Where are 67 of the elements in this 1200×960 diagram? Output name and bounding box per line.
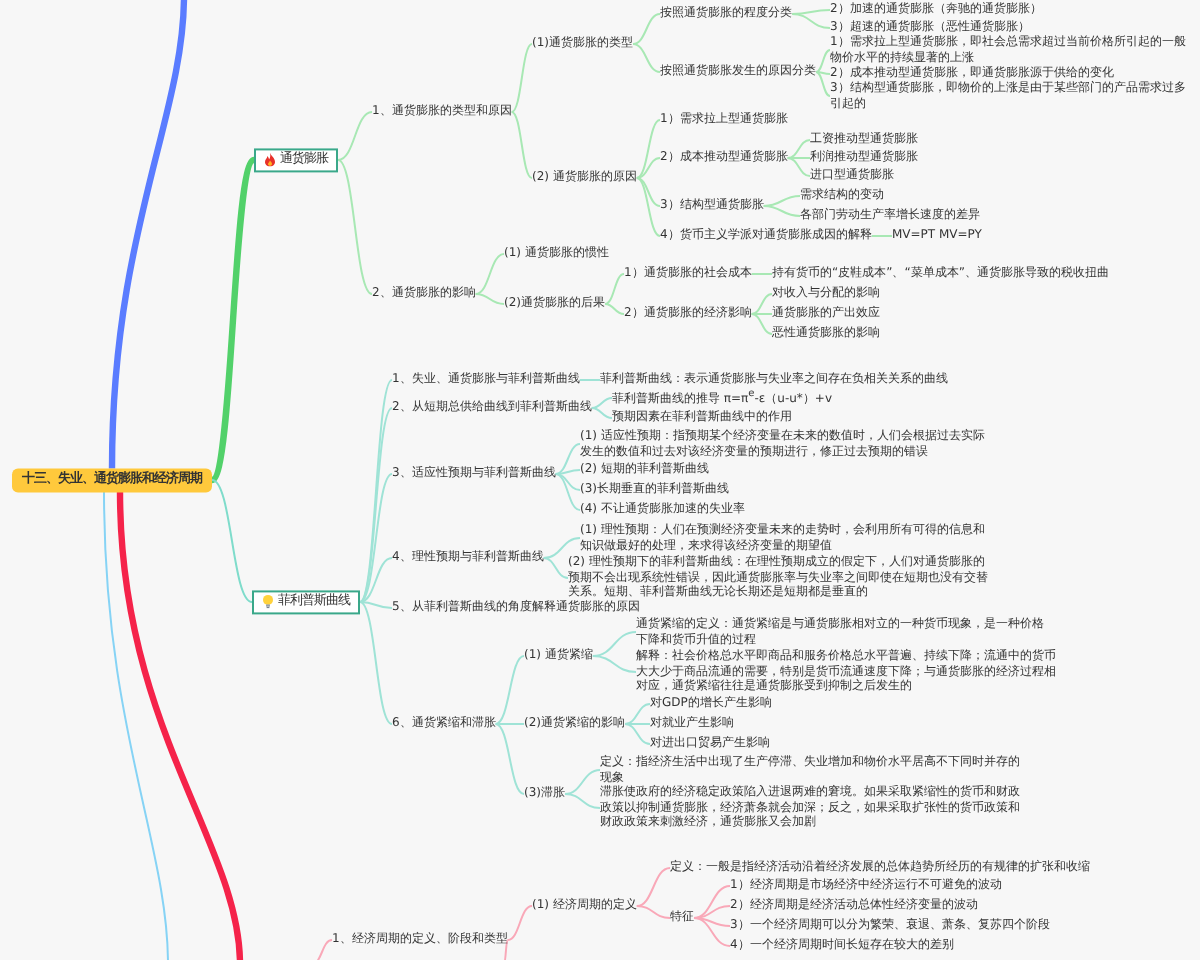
connector-line [311,939,333,960]
connector-line [624,703,651,725]
connector-line [786,157,811,177]
connector-line [103,490,169,960]
connector-line [359,473,393,603]
connector-line [693,885,731,919]
topic-box [252,590,360,614]
connector-line [494,723,525,795]
connector-line [554,469,581,475]
connector-line [590,397,613,409]
connector-line [693,917,731,927]
connector-line [359,601,393,725]
connector-line [359,557,393,603]
connector-line [624,723,651,725]
connector-line [786,139,811,159]
connector-line [359,601,393,609]
connector-line [635,157,661,179]
connector-line [815,71,831,97]
connector-line [604,273,625,305]
connector-line [209,158,257,482]
connector-line [542,557,569,579]
connector-line [578,379,601,381]
connector-line [750,273,773,275]
connector-line [474,253,505,295]
connector-line [211,479,253,603]
connector-line [494,723,525,725]
connector-line [762,205,801,217]
connector-line [591,631,637,657]
connector-line [750,313,773,335]
connector-line [554,443,581,475]
connector-line [791,9,831,15]
connector-line [564,793,601,809]
connector-line [635,905,671,919]
connector-line [624,723,651,745]
connector-line [635,867,671,907]
connector-line [786,157,811,159]
connector-line [554,473,581,491]
connector-line [750,313,773,315]
connector-line [554,473,581,511]
connector-line [590,407,613,419]
connector-line [108,0,188,469]
connector-line [564,769,601,795]
connector-line [604,303,625,315]
connector-line [503,939,509,960]
connector-line [693,917,731,947]
connector-line [510,43,533,113]
connector-line [337,159,373,295]
connector-line [474,293,505,305]
connector-line [542,537,581,559]
connector-line [632,43,661,73]
connector-line [506,905,533,941]
topic-box [254,148,338,172]
connector-line [635,119,661,179]
connector-line [494,655,525,725]
connector-line [870,235,893,237]
connector-line [815,49,831,73]
central-topic-box [12,468,212,492]
connector-line [591,655,637,673]
connector-line [337,111,373,161]
connector-line [632,13,661,45]
connector-line [750,293,773,315]
connector-line [510,111,533,179]
connector-line [116,491,244,960]
connector-line [791,13,831,29]
connector-line [635,177,661,237]
connector-line [815,71,831,75]
connector-line [635,177,661,207]
